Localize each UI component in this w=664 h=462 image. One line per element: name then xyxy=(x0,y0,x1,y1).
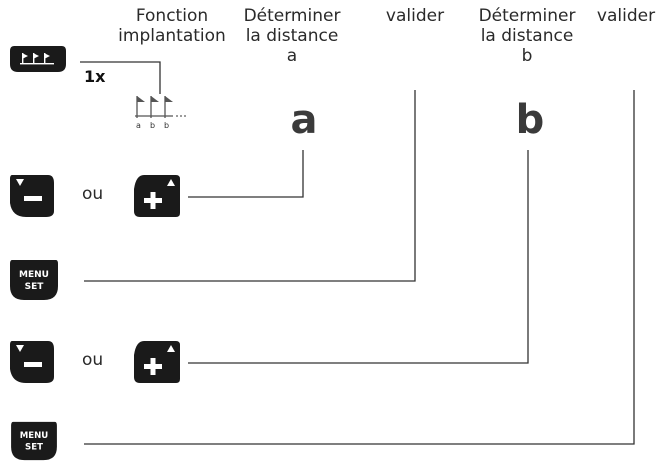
header-line: la distance xyxy=(245,26,339,46)
set-label: SET xyxy=(25,282,45,292)
menu-label: MENU xyxy=(20,431,49,441)
plus-button[interactable] xyxy=(132,339,182,385)
header-determiner-b: Déterminer la distance b xyxy=(471,6,583,66)
header-line: la distance xyxy=(480,26,574,46)
stakeout-icon xyxy=(20,53,54,65)
connector-b xyxy=(188,150,529,364)
connector-a xyxy=(188,150,304,198)
menu-label: MENU xyxy=(19,270,49,280)
header-line: Fonction xyxy=(135,6,209,26)
function-button[interactable] xyxy=(8,44,68,74)
header-line: valider xyxy=(385,6,445,26)
arrow-down-icon xyxy=(16,179,24,186)
distance-b-letter: b xyxy=(515,97,545,143)
minus-icon xyxy=(24,362,42,367)
minus-icon xyxy=(24,196,42,201)
header-line: a xyxy=(286,46,298,66)
arrow-up-icon xyxy=(167,179,175,186)
connector-function xyxy=(80,61,161,94)
header-line: b xyxy=(521,46,533,66)
menu-set-button[interactable]: MENU SET xyxy=(8,420,60,462)
set-label: SET xyxy=(25,443,43,453)
arrow-up-icon xyxy=(167,345,175,352)
distance-a-letter: a xyxy=(290,97,318,143)
press-count: 1x xyxy=(84,67,106,86)
or-text: ou xyxy=(82,350,104,370)
plus-button[interactable] xyxy=(132,173,182,219)
header-line: Déterminer xyxy=(478,6,576,26)
symbol-label: b xyxy=(164,121,170,130)
arrow-down-icon xyxy=(16,345,24,352)
header-line: valider xyxy=(596,6,656,26)
header-valider-1: valider xyxy=(375,6,455,26)
header-determiner-a: Déterminer la distance a xyxy=(236,6,348,66)
menu-set-button[interactable]: MENU SET xyxy=(8,258,60,302)
header-line: implantation xyxy=(118,26,226,46)
header-line: Déterminer xyxy=(243,6,341,26)
stakeout-function-icon xyxy=(135,96,186,118)
connector-valider-1 xyxy=(84,90,416,282)
minus-button[interactable] xyxy=(8,339,56,385)
minus-button[interactable] xyxy=(8,173,56,219)
header-fonction-implantation: Fonction implantation xyxy=(118,6,226,46)
symbol-label: a xyxy=(136,121,141,130)
connector-valider-2 xyxy=(84,90,635,445)
header-valider-2: valider xyxy=(588,6,664,26)
or-text: ou xyxy=(82,184,104,204)
symbol-label: b xyxy=(150,121,156,130)
